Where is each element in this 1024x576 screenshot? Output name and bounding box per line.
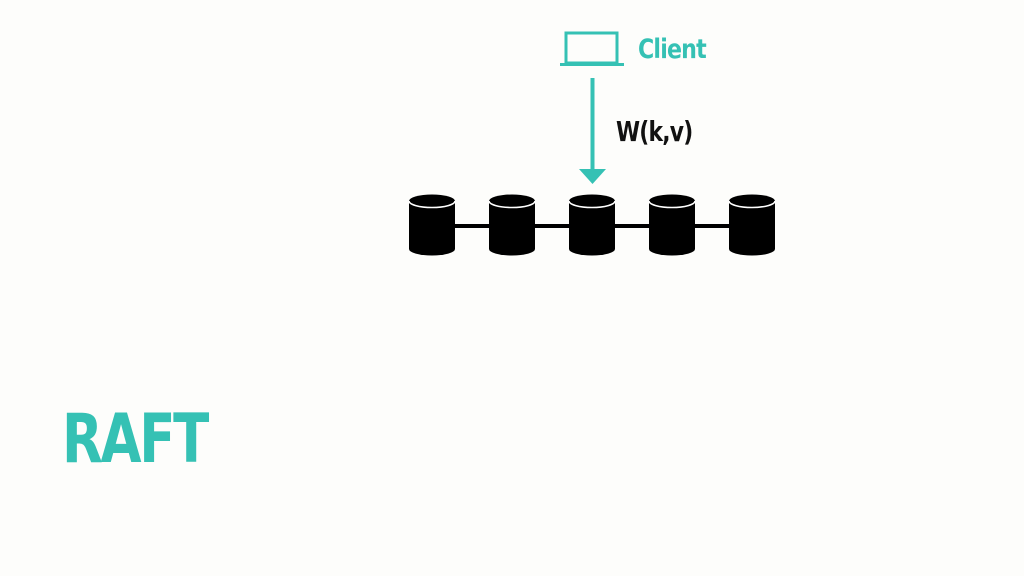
request-arrow: [579, 78, 606, 184]
page-title: RAFT: [62, 400, 209, 479]
server-3: [568, 194, 616, 256]
write-request-label: W(k,v): [616, 115, 693, 148]
server-2: [488, 194, 536, 256]
server-4: [648, 194, 696, 256]
server-5: [728, 194, 776, 256]
client-label: Client: [638, 34, 707, 65]
server-cluster: [408, 194, 776, 256]
laptop-icon: [560, 31, 624, 66]
server-1: [408, 194, 456, 256]
